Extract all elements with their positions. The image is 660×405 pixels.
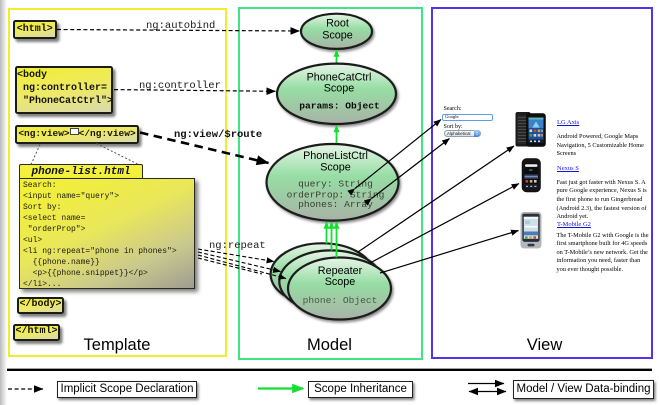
svg-text:Scope: Scope <box>320 161 351 173</box>
svg-text:Root: Root <box>326 18 349 30</box>
svg-text:query: String: query: String <box>298 178 373 189</box>
svg-text:Repeater: Repeater <box>318 265 363 277</box>
svg-text:Scope: Scope <box>322 30 353 42</box>
svg-text:params: Object: params: Object <box>299 101 380 112</box>
svg-text:PhoneCatCtrl: PhoneCatCtrl <box>307 71 372 83</box>
svg-text:orderProp: String: orderProp: String <box>287 189 385 200</box>
svg-text:Scope: Scope <box>324 82 355 94</box>
svg-text:phone: Object: phone: Object <box>303 295 378 306</box>
svg-text:phones: Array: phones: Array <box>298 199 373 210</box>
svg-text:Scope: Scope <box>325 276 356 288</box>
